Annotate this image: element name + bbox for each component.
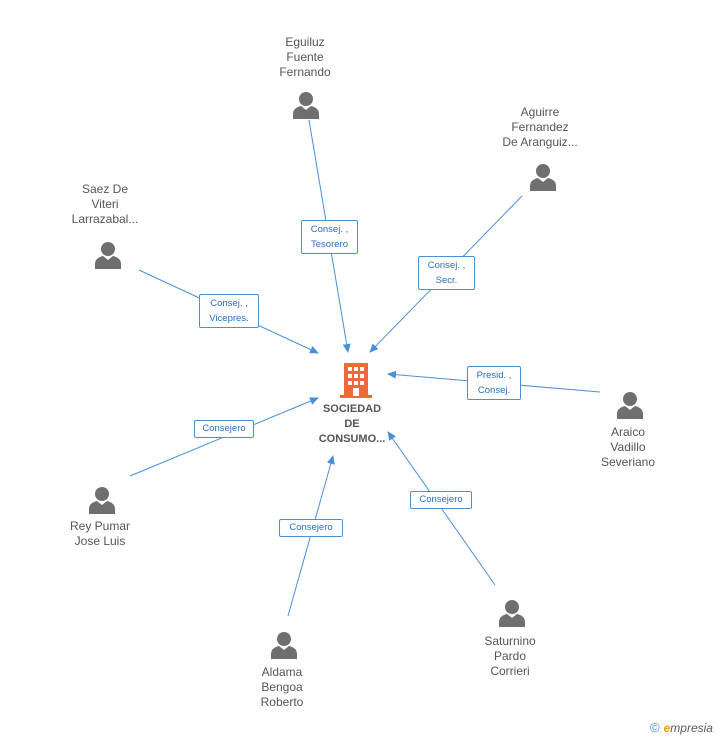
role-label-line: Consejero	[419, 494, 463, 505]
copyright-icon: ©	[650, 720, 660, 735]
person-name-line: Araico	[610, 425, 645, 439]
footer-brand: ©empresia	[650, 720, 713, 735]
person-icon[interactable]	[292, 90, 320, 120]
person-name-line: Fuente	[286, 50, 324, 64]
person-name-line: Fernando	[279, 65, 331, 79]
person-icon[interactable]	[498, 598, 526, 628]
role-label-saez[interactable]: Consej. , Vicepres.	[199, 294, 259, 328]
role-label-araico[interactable]: Presid. , Consej.	[467, 366, 521, 400]
person-name-line: Saturnino	[484, 634, 536, 648]
person-name-line: Bengoa	[261, 680, 303, 694]
person-name-line: Fernandez	[511, 120, 569, 134]
role-label-line: Consej. ,	[210, 298, 248, 309]
role-label-line: Vicepres.	[209, 313, 249, 324]
person-name-line: Pardo	[493, 649, 527, 663]
brand-name: mpresia	[670, 721, 713, 735]
person-icon[interactable]	[616, 390, 644, 420]
role-label-aldama[interactable]: Consejero	[279, 519, 343, 537]
center-label-line: DE	[344, 418, 360, 430]
role-label-rey[interactable]: Consejero	[194, 420, 254, 438]
person-icon[interactable]	[88, 485, 116, 515]
person-icon[interactable]	[529, 162, 557, 192]
person-name-line: Aguirre	[520, 105, 560, 119]
center-label-line: CONSUMO...	[318, 433, 386, 445]
person-name-line: Larrazabal...	[71, 212, 139, 226]
person-name-line: Viteri	[91, 197, 119, 211]
role-label-line: Consej.	[477, 385, 511, 396]
role-label-line: Consej. ,	[310, 224, 349, 235]
person-icon[interactable]	[270, 630, 298, 660]
person-name-line: Saez De	[81, 182, 129, 196]
person-name-line: Aldama	[261, 665, 303, 679]
person-name-line: Vadillo	[610, 440, 646, 454]
role-label-line: Consejero	[202, 423, 246, 434]
role-label-aguirre[interactable]: Consej. , Secr.	[418, 256, 475, 290]
role-label-line: Consej. ,	[427, 260, 466, 271]
role-label-saturnino[interactable]: Consejero	[410, 491, 472, 509]
person-name-line: Corrieri	[490, 664, 530, 678]
role-label-line: Tesorero	[311, 239, 348, 250]
person-name-line: Severiano	[600, 455, 656, 469]
role-label-line: Presid. ,	[476, 370, 512, 381]
person-name-line: Eguiluz	[285, 35, 325, 49]
center-label-line: SOCIEDAD	[322, 403, 382, 415]
person-icon[interactable]	[94, 240, 122, 270]
person-name-line: Roberto	[260, 695, 304, 709]
role-label-line: Secr.	[435, 275, 458, 286]
role-label-line: Consejero	[289, 522, 333, 533]
building-icon[interactable]	[339, 362, 373, 398]
center-company-label[interactable]: SOCIEDAD DE CONSUMO...	[302, 402, 402, 447]
person-name-line: Jose Luis	[74, 534, 126, 548]
brand-logo-letter: e	[663, 721, 671, 735]
role-label-eguiluz[interactable]: Consej. , Tesorero	[301, 220, 358, 254]
person-name-line: De Aranguiz...	[502, 135, 578, 149]
person-name-line: Rey Pumar	[69, 519, 131, 533]
